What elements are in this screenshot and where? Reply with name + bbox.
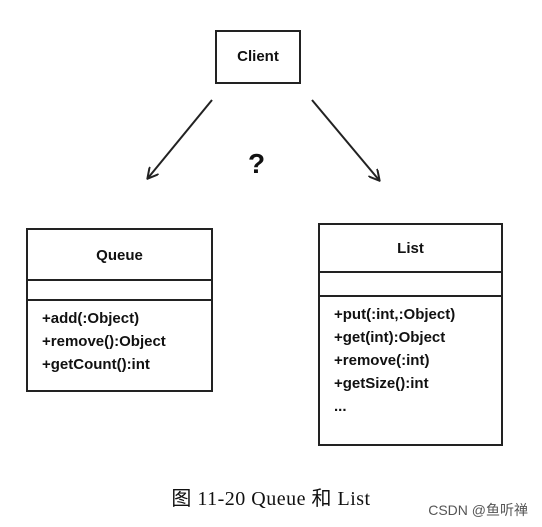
list-operation: +remove(:int) — [334, 352, 430, 369]
queue-operation: +remove():Object — [42, 333, 166, 350]
list-operation: ... — [334, 398, 347, 415]
list-operation: +getSize():int — [334, 375, 429, 392]
list-operations-section: +put(:int,:Object) +get(int):Object +rem… — [320, 297, 501, 418]
queue-operation: +getCount():int — [42, 356, 150, 373]
queue-class-name: Queue — [28, 230, 211, 281]
list-class-name: List — [320, 225, 501, 273]
arrow-client-to-queue — [148, 99, 213, 178]
question-mark: ? — [248, 148, 266, 179]
list-attributes-section — [320, 273, 501, 297]
client-class-box: Client — [215, 30, 301, 84]
queue-class-box: Queue +add(:Object) +remove():Object +ge… — [26, 228, 213, 392]
figure-caption: 图 11-20 Queue 和 List — [171, 488, 371, 510]
queue-operation: +add(:Object) — [42, 310, 140, 327]
client-class-name: Client — [237, 48, 279, 65]
arrow-client-to-list — [311, 99, 379, 180]
queue-attributes-section — [28, 281, 211, 301]
list-class-box: List +put(:int,:Object) +get(int):Object… — [318, 223, 503, 446]
list-operation: +put(:int,:Object) — [334, 306, 456, 323]
watermark: CSDN @鱼听禅 — [428, 502, 528, 518]
queue-operations-section: +add(:Object) +remove():Object +getCount… — [28, 301, 211, 376]
list-operation: +get(int):Object — [334, 329, 446, 346]
